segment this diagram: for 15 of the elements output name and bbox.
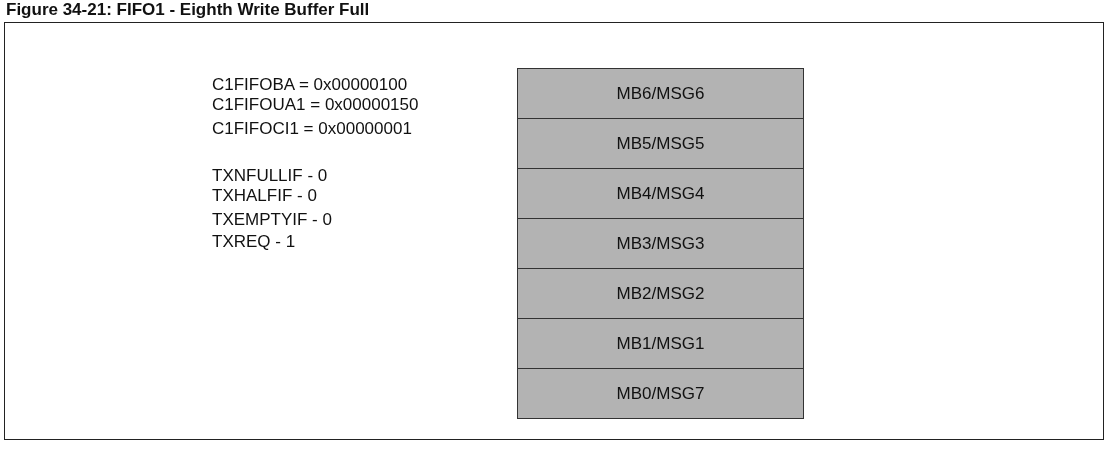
register-value: C1FIFOCI1 = 0x00000001: [212, 119, 412, 139]
buffer-slot: MB1/MSG1: [517, 318, 804, 369]
buffer-slot: MB2/MSG2: [517, 268, 804, 319]
flag-status: TXNFULLIF - 0: [212, 166, 328, 186]
flag-status: TXREQ - 1: [212, 232, 296, 252]
flag-status: TXHALFIF - 0: [212, 186, 317, 206]
flag-status: TXEMPTYIF - 0: [212, 210, 332, 230]
register-value: C1FIFOBA = 0x00000100: [212, 75, 408, 95]
register-value: C1FIFOUA1 = 0x00000150: [212, 95, 419, 115]
buffer-slot: MB6/MSG6: [517, 68, 804, 119]
figure-title: Figure 34-21: FIFO1 - Eighth Write Buffer Full: [6, 0, 370, 20]
buffer-slot: MB5/MSG5: [517, 118, 804, 169]
buffer-slot: MB0/MSG7: [517, 368, 804, 419]
buffer-slot: MB3/MSG3: [517, 218, 804, 269]
buffer-slot: MB4/MSG4: [517, 168, 804, 219]
